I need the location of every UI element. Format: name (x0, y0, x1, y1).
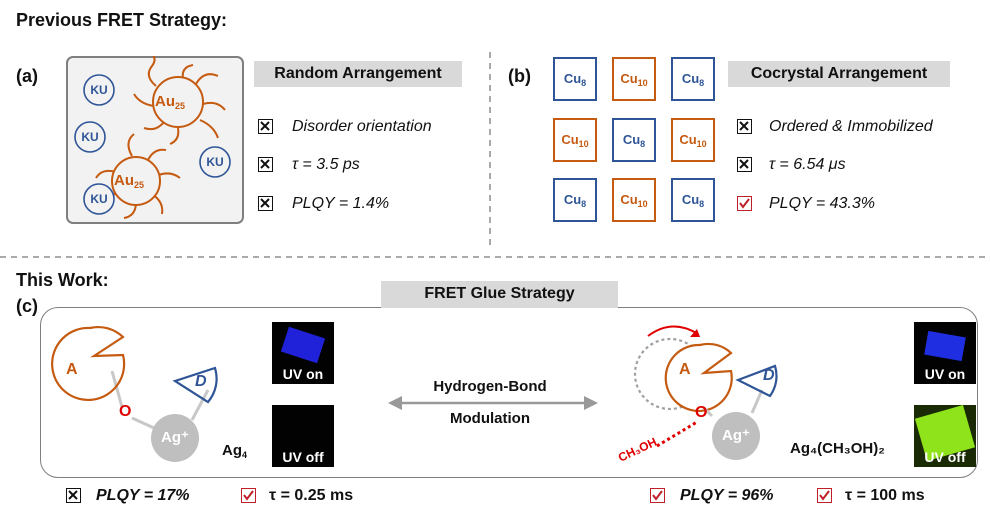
cu-cell-4: Cu10 (553, 118, 597, 162)
left-bond-ag-d (190, 389, 210, 421)
cu-cell-1: Cu8 (553, 57, 597, 101)
uv-off-label: UV off (282, 449, 324, 465)
right-uv-off-photo: UV off (914, 404, 976, 467)
cu-cell-6: Cu10 (671, 118, 715, 162)
cu-cell-9: Cu8 (671, 178, 715, 222)
right-donor-wedge (735, 364, 778, 398)
arrow-left-head (388, 396, 402, 410)
panel-c-title: FRET Glue Strategy (381, 281, 618, 308)
left-uv-on-photo: UV on (272, 322, 334, 384)
result-text: τ = 100 ms (845, 487, 925, 504)
left-compound-name: Ag4 (222, 442, 248, 460)
panel-c-label: (c) (16, 296, 38, 316)
cu-cell-3: Cu8 (671, 57, 715, 101)
au-ligands-top (133, 56, 226, 145)
rotation-arrow-head (690, 329, 700, 337)
au25-label-top: Au25 (155, 93, 186, 111)
right-ag-circle (712, 412, 760, 460)
left-acceptor-label: A (66, 361, 78, 378)
right-donor-label: D (763, 367, 775, 384)
check-text: τ = 3.5 ps (292, 156, 360, 173)
blue-crystal (924, 330, 966, 362)
rotation-arrow (647, 325, 699, 337)
left-bond-o-ag (131, 416, 155, 430)
check-box-icon (241, 488, 256, 503)
left-bond-a-o (110, 370, 124, 408)
check-box-icon (737, 196, 752, 211)
cross-box-icon (258, 157, 273, 172)
uv-off-label: UV off (924, 449, 966, 465)
uv-on-label: UV on (924, 366, 966, 382)
heading-previous: Previous FRET Strategy: (16, 10, 228, 30)
arrow-text-1: Hydrogen-Bond (433, 378, 547, 395)
left-ag-circle (151, 414, 199, 462)
panel-a-drawing (74, 56, 231, 219)
ku-label-4: KU (90, 192, 108, 206)
left-uv-off-photo: UV off (272, 405, 334, 467)
right-ag-label: Ag⁺ (722, 427, 750, 444)
hydrogen-bond-line (656, 420, 698, 448)
right-bond-o-ag (701, 405, 714, 418)
ku-circle-3 (199, 146, 231, 178)
ku-label-3: KU (206, 155, 224, 169)
check-box-icon (650, 488, 665, 503)
right-acceptor-label: A (679, 361, 691, 378)
ku-circle-2 (74, 121, 106, 153)
result-text: PLQY = 17% (96, 487, 190, 504)
result-text: τ = 0.25 ms (269, 487, 354, 504)
heading-this-work: This Work: (16, 270, 109, 290)
cu-cell-5: Cu8 (612, 118, 656, 162)
cross-box-icon (737, 119, 752, 134)
panel-b-title: Cocrystal Arrangement (728, 61, 950, 87)
arrow-right-head (584, 396, 598, 410)
cross-box-icon (258, 119, 273, 134)
result-text: PLQY = 96% (680, 487, 774, 504)
left-acceptor-pacman (51, 325, 126, 401)
check-text: Ordered & Immobilized (769, 118, 933, 135)
au25-bottom-circle (111, 156, 161, 206)
ku-circle-1 (83, 74, 115, 106)
panel-a-title: Random Arrangement (254, 61, 462, 87)
ku-label-2: KU (81, 130, 99, 144)
check-box-icon (817, 488, 832, 503)
right-oxygen-label: O (695, 404, 708, 421)
cross-box-icon (66, 488, 81, 503)
cross-box-icon (258, 196, 273, 211)
panel-a-label: (a) (16, 66, 38, 86)
cross-box-icon (737, 157, 752, 172)
arrow-text-2: Modulation (450, 410, 530, 427)
ku-label-1: KU (90, 83, 108, 97)
cu-cell-7: Cu8 (553, 178, 597, 222)
right-bond-ag-d (750, 389, 764, 414)
check-text: PLQY = 43.3% (769, 195, 875, 212)
right-acceptor-pacman (664, 342, 733, 413)
panel-b-label: (b) (508, 66, 531, 86)
left-oxygen-label: O (119, 403, 132, 420)
check-text: Disorder orientation (292, 118, 432, 135)
uv-on-label: UV on (282, 366, 324, 382)
ku-circle-4 (83, 183, 115, 215)
cu-cell-8: Cu10 (612, 178, 656, 222)
right-compound-name: Ag₄(CH₃OH)₂ (790, 440, 885, 457)
au25-top-circle (152, 76, 204, 128)
right-uv-on-photo: UV on (914, 322, 976, 384)
left-donor-label: D (195, 373, 207, 390)
check-text: τ = 6.54 μs (769, 156, 846, 173)
check-text: PLQY = 1.4% (292, 195, 390, 212)
au25-label-bottom: Au25 (114, 172, 145, 190)
left-donor-wedge (172, 366, 218, 404)
left-ag-label: Ag⁺ (161, 429, 189, 446)
cu-cell-2: Cu10 (612, 57, 656, 101)
blue-crystal (280, 326, 326, 364)
